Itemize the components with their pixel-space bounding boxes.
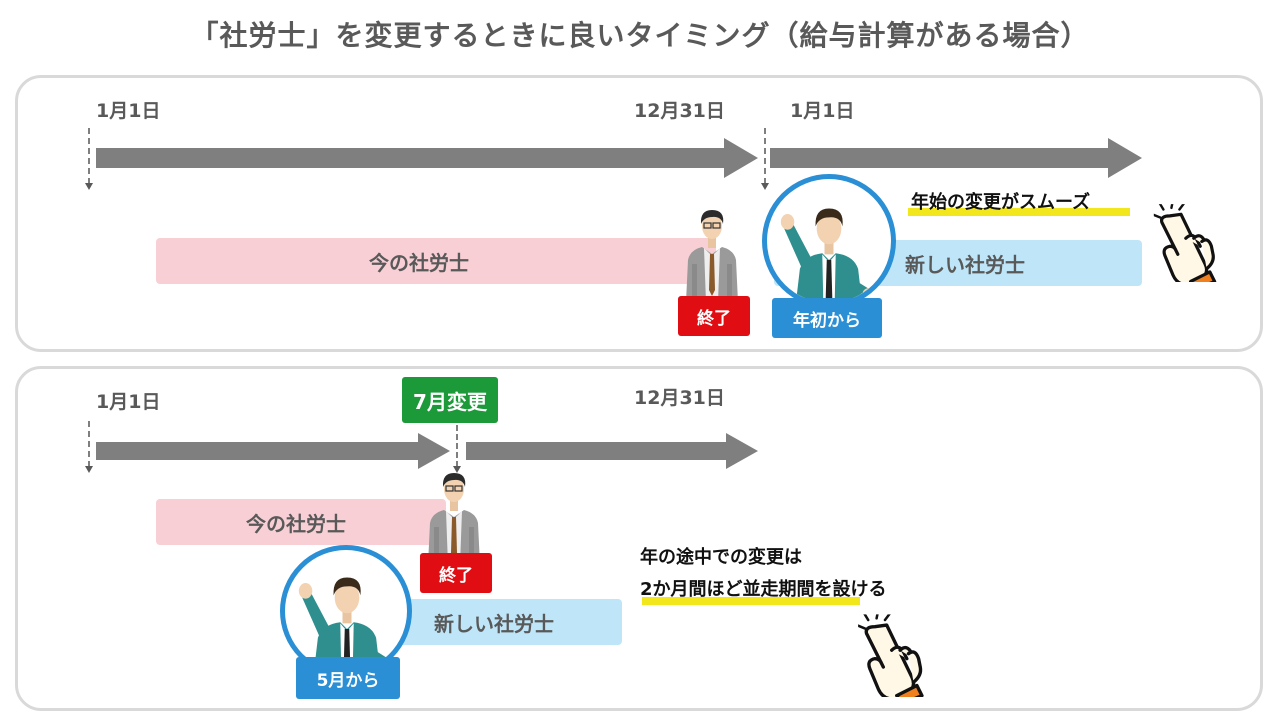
timeline-panel-year-start: 1月1日 12月31日 1月1日 今の社労士 新しい社労士 終了 年初から 年始… xyxy=(15,75,1263,352)
current-advisor-bar: 今の社労士 xyxy=(156,238,716,284)
date-label-end: 12月31日 xyxy=(634,387,725,409)
timeline-arrow-after-change xyxy=(466,433,758,469)
timeline-arrow-before-change xyxy=(96,433,450,469)
date-label-end: 12月31日 xyxy=(634,100,725,122)
date-label-start: 1月1日 xyxy=(96,391,161,413)
new-advisor-label: 新しい社労士 xyxy=(434,611,554,636)
cheering-businessman-icon xyxy=(773,195,885,307)
businessman-icon xyxy=(682,202,742,302)
note-highlight xyxy=(642,597,860,605)
start-tag: 年初から xyxy=(772,298,882,338)
date-label-next-start: 1月1日 xyxy=(790,100,855,122)
end-tag: 終了 xyxy=(678,296,750,336)
new-advisor-avatar xyxy=(280,545,412,677)
note-text-line1: 年の途中での変更は xyxy=(640,547,802,568)
note-text: 年始の変更がスムーズ xyxy=(911,192,1091,213)
dashed-marker-change xyxy=(453,425,461,473)
new-advisor-label: 新しい社労士 xyxy=(905,252,1025,277)
change-month-tag: 7月変更 xyxy=(402,377,498,423)
timeline-arrow-current-year xyxy=(96,138,758,178)
pointing-hand-icon xyxy=(1148,196,1228,282)
current-advisor-label: 今の社労士 xyxy=(369,250,469,275)
end-tag: 終了 xyxy=(420,553,492,593)
dashed-marker-start xyxy=(85,128,93,190)
page-title: 「社労士」を変更するときに良いタイミング（給与計算がある場合） xyxy=(190,19,1090,52)
businessman-icon xyxy=(424,465,484,565)
dashed-marker-year-end xyxy=(761,128,769,190)
timeline-panel-mid-year: 1月1日 7月変更 12月31日 今の社労士 新しい社労士 終了 5月から 年の… xyxy=(15,366,1263,711)
current-advisor-label: 今の社労士 xyxy=(246,511,346,536)
note-text-line2: 2か月間ほど並走期間を設ける xyxy=(640,579,887,600)
timeline-arrow-next-year xyxy=(770,138,1142,178)
dashed-marker-start xyxy=(85,421,93,473)
note-highlight xyxy=(908,208,1130,216)
current-advisor-bar: 今の社労士 xyxy=(156,499,446,545)
start-tag: 5月から xyxy=(296,657,400,699)
new-advisor-avatar xyxy=(762,174,896,308)
pointing-hand-icon xyxy=(852,605,936,697)
date-label-start: 1月1日 xyxy=(96,100,161,122)
new-advisor-bar: 新しい社労士 xyxy=(370,599,622,645)
